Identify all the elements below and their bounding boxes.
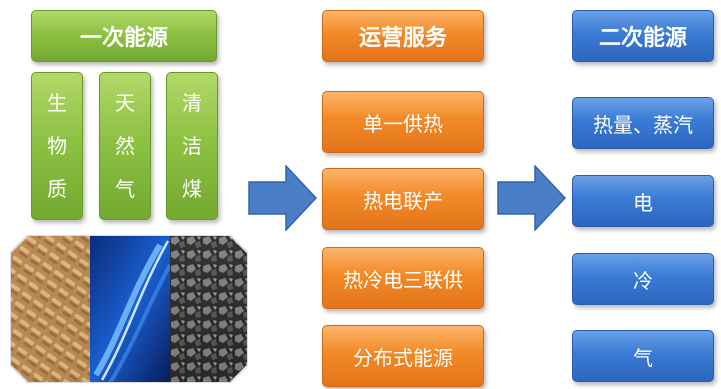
operations-item-label: 热冷电三联供 bbox=[343, 267, 463, 292]
operations-item-label: 热电联产 bbox=[363, 188, 443, 213]
primary-energy-header: 一次能源 bbox=[31, 10, 217, 62]
secondary-item-label: 冷 bbox=[633, 268, 653, 293]
operations-item-single-heating: 单一供热 bbox=[322, 91, 484, 153]
biomass-char-2: 物 bbox=[47, 133, 67, 158]
clean-coal-char-3: 煤 bbox=[182, 177, 202, 202]
arrow-right-icon bbox=[497, 165, 567, 231]
operations-item-chp: 热电联产 bbox=[322, 168, 484, 230]
operations-header: 运营服务 bbox=[322, 10, 484, 62]
biomass-box: 生 物 质 bbox=[31, 72, 83, 220]
natural-gas-char-1: 天 bbox=[115, 90, 135, 115]
biomass-char-3: 质 bbox=[47, 177, 67, 202]
secondary-energy-title: 二次能源 bbox=[598, 26, 687, 51]
clean-coal-box: 清 洁 煤 bbox=[166, 72, 218, 220]
secondary-item-heat-steam: 热量、蒸汽 bbox=[572, 97, 714, 149]
clean-coal-char-2: 洁 bbox=[182, 133, 202, 158]
operations-item-distributed: 分布式能源 bbox=[322, 325, 484, 387]
secondary-item-cooling: 冷 bbox=[572, 253, 714, 305]
primary-energy-title: 一次能源 bbox=[79, 26, 168, 51]
clean-coal-char-1: 清 bbox=[182, 90, 202, 115]
natural-gas-char-3: 气 bbox=[115, 177, 135, 202]
natural-gas-box: 天 然 气 bbox=[99, 72, 151, 220]
natural-gas-char-2: 然 bbox=[115, 133, 135, 158]
biomass-char-1: 生 bbox=[47, 90, 67, 115]
secondary-item-electricity: 电 bbox=[572, 175, 714, 227]
operations-title: 运营服务 bbox=[358, 26, 447, 51]
operations-item-cchp: 热冷电三联供 bbox=[322, 247, 484, 309]
operations-item-label: 单一供热 bbox=[363, 111, 443, 136]
secondary-item-label: 气 bbox=[633, 345, 653, 370]
secondary-energy-header: 二次能源 bbox=[572, 10, 714, 62]
operations-item-label: 分布式能源 bbox=[353, 345, 453, 370]
secondary-item-label: 热量、蒸汽 bbox=[593, 112, 693, 137]
arrow-right-icon bbox=[248, 165, 318, 231]
secondary-item-gas: 气 bbox=[572, 330, 714, 382]
secondary-item-label: 电 bbox=[633, 190, 653, 215]
fuel-photo-collage bbox=[10, 235, 248, 383]
